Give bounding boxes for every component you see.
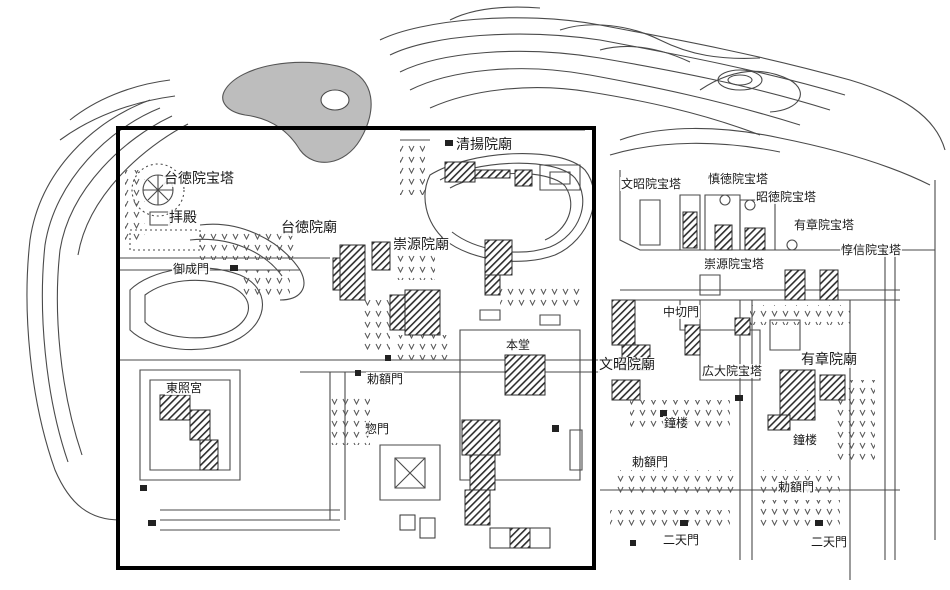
- label-yushoin-pagoda: 有章院宝塔: [793, 218, 856, 232]
- hatched-buildings: [159, 161, 846, 526]
- label-tokuin-pagoda: 惇信院宝塔: [840, 243, 903, 257]
- label-chokugaku-gate-right: 勅額門: [777, 480, 816, 494]
- label-taiyuin-mausoleum: 台徳院廟: [280, 220, 338, 236]
- label-shotokuin-pagoda: 昭徳院宝塔: [755, 190, 818, 204]
- label-chokugaku-gate-left: 勅額門: [366, 372, 405, 386]
- label-main-hall: 本堂: [505, 338, 532, 352]
- label-shintokuin-pagoda: 慎徳院宝塔: [707, 172, 770, 186]
- label-haiden: 拝殿: [168, 210, 198, 226]
- label-toshogu: 東照宮: [165, 381, 204, 395]
- label-shoro-left: 鐘楼: [663, 416, 690, 430]
- pond: [222, 61, 372, 163]
- label-chugiri-gate: 中切門: [662, 305, 701, 319]
- label-bunshoin-mausoleum: 文昭院廟: [598, 357, 656, 373]
- label-niten-gate-right: 二天門: [810, 535, 849, 549]
- label-taiyuin-pagoda: 台徳院宝塔: [163, 171, 235, 187]
- label-niten-gate-left: 二天門: [662, 533, 701, 547]
- label-bunshoin-pagoda: 文昭院宝塔: [620, 177, 683, 191]
- outer-boundary-left: [26, 99, 151, 521]
- label-onari-gate: 御成門: [172, 262, 211, 276]
- label-seiyoin-mausoleum: 清揚院廟: [455, 137, 513, 153]
- label-kodaiin-pagoda: 広大院宝塔: [701, 364, 764, 378]
- label-sugenin-pagoda: 崇源院宝塔: [703, 257, 766, 271]
- label-sugenin-mausoleum: 崇源院廟: [392, 237, 450, 253]
- label-yushoin-mausoleum: 有章院廟: [800, 352, 858, 368]
- highlight-frame: [116, 126, 596, 570]
- label-somon-gate: 惣門: [364, 422, 391, 436]
- label-chokugaku-gate-middle: 勅額門: [631, 455, 670, 469]
- label-shoro-right: 鐘楼: [792, 433, 819, 447]
